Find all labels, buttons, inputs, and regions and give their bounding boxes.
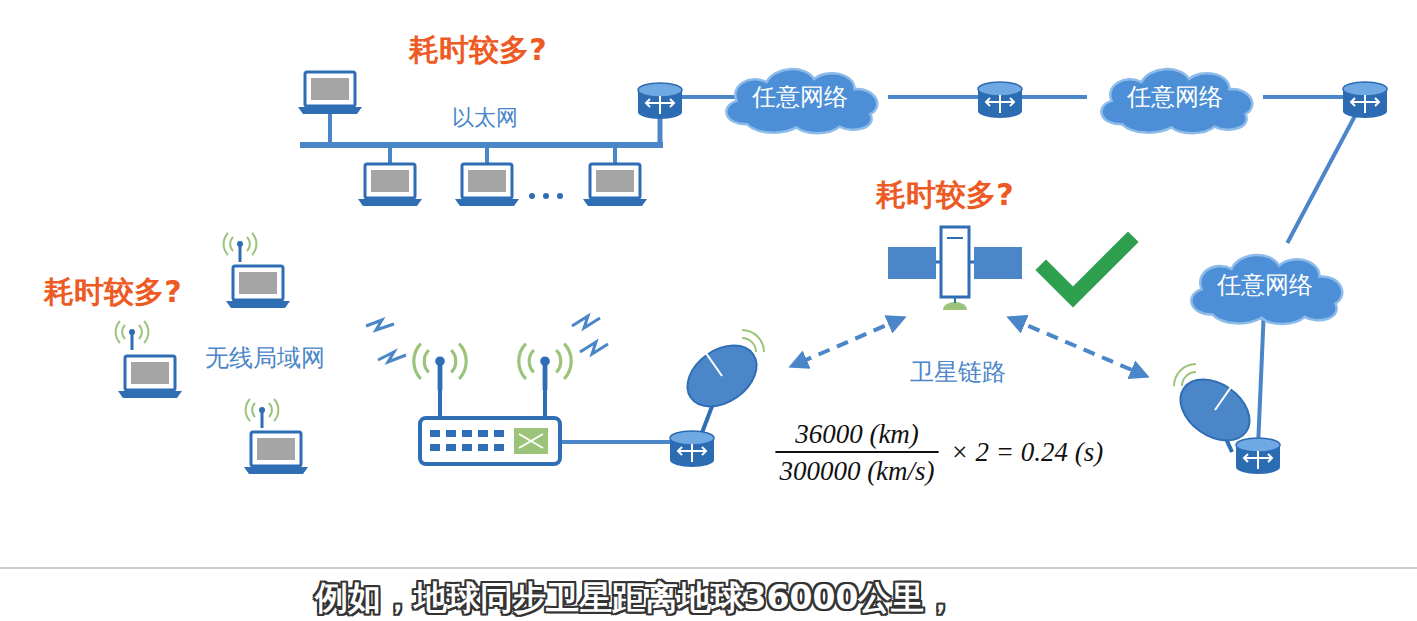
lightning-bolts [580, 342, 608, 354]
network-cloud: 任意网络 [1087, 58, 1263, 136]
satellite-dish-left [674, 330, 768, 419]
ethernet-bus [388, 145, 392, 164]
satellite-dish-right [1215, 385, 1232, 410]
wireless-access-point [494, 430, 504, 437]
ethernet-laptops [455, 164, 519, 206]
wireless-access-point [414, 344, 571, 464]
wireless-laptops [246, 399, 279, 428]
warning-note: 耗时较多? [409, 32, 546, 68]
satellite-dish-left [674, 330, 768, 438]
satellite-dish-left [705, 351, 722, 376]
ethernet-laptops [529, 193, 535, 199]
satellite-link-arrows [1010, 318, 1146, 376]
cloud-shape [1101, 69, 1252, 133]
satellite-dish-left [742, 330, 764, 352]
wireless-access-point [462, 444, 472, 451]
ethernet-laptops [298, 72, 362, 114]
satellite-icon [888, 247, 936, 279]
router-layer [978, 82, 1022, 118]
check-mark [1046, 242, 1128, 297]
network-name: 无线局域网 [205, 344, 325, 373]
wireless-access-point [430, 444, 440, 451]
ethernet-bus [328, 114, 332, 145]
wireless-laptops [244, 432, 308, 474]
cloud-shape [1191, 255, 1342, 324]
satellite-link-arrows [792, 318, 903, 366]
wireless-laptops [116, 321, 149, 350]
router-layer [1236, 438, 1280, 474]
satellite-icon [954, 297, 956, 303]
wireless-access-point [420, 418, 560, 464]
network-link [1263, 97, 1365, 243]
satellite-icon [947, 237, 963, 239]
ethernet-laptops [557, 193, 563, 199]
formula-numerator: 36000 (km) [795, 418, 919, 450]
wireless-access-point [430, 430, 440, 437]
satellite-dish-right [1174, 364, 1196, 386]
wireless-access-point [438, 388, 442, 418]
wireless-access-point [446, 430, 456, 437]
cloud-shape [726, 69, 877, 133]
fraction-bar [775, 451, 938, 453]
ethernet-laptops [358, 164, 422, 206]
ethernet-bus [613, 145, 617, 164]
satellite-icon [888, 227, 1022, 310]
cloud-label: 任意网络 [1127, 83, 1223, 112]
ethernet-laptops [543, 193, 549, 199]
wireless-laptops [226, 266, 290, 308]
video-subtitle: 例如，地球同步卫星距离地球36000公里， [315, 578, 958, 618]
network-cloud: 任意网络 [1177, 243, 1353, 327]
wireless-access-point [462, 430, 472, 437]
ethernet-bus [300, 142, 663, 148]
ethernet-laptops [298, 72, 647, 206]
formula-denominator: 300000 (km/s) [779, 455, 934, 487]
subtitle-rule [0, 567, 1417, 569]
network-cloud: 任意网络 [712, 58, 888, 136]
satellite-icon [943, 302, 967, 310]
satellite-icon [974, 247, 1022, 279]
cloud-label: 任意网络 [752, 83, 848, 112]
warning-note: 耗时较多? [876, 177, 1013, 213]
wireless-access-point [494, 444, 504, 451]
wireless-access-point [446, 444, 456, 451]
warning-note: 耗时较多? [44, 274, 181, 310]
network-name: 以太网 [452, 105, 518, 131]
wireless-laptops [224, 233, 257, 262]
wireless-access-point [519, 344, 571, 390]
wireless-access-point [543, 388, 547, 418]
wireless-access-point [519, 434, 543, 448]
ethernet-bus [485, 145, 489, 164]
link-name: 卫星链路 [910, 358, 1006, 387]
wireless-access-point [514, 428, 548, 454]
formula-result: × 2 = 0.24 (s) [951, 436, 1104, 468]
satellite-icon [941, 227, 969, 297]
router-links [560, 97, 1265, 447]
wireless-access-point [478, 444, 488, 451]
router-layer [1343, 82, 1387, 118]
wireless-access-point [478, 430, 488, 437]
wireless-laptops [118, 356, 182, 398]
cloud-label: 任意网络 [1217, 271, 1313, 300]
lightning-bolts [366, 320, 394, 330]
lightning-bolts [572, 316, 600, 328]
router-layer [670, 431, 714, 467]
lightning-bolts [378, 352, 406, 362]
ethernet-laptops [583, 164, 647, 206]
wireless-access-point [414, 344, 466, 390]
router-layer [638, 83, 682, 119]
